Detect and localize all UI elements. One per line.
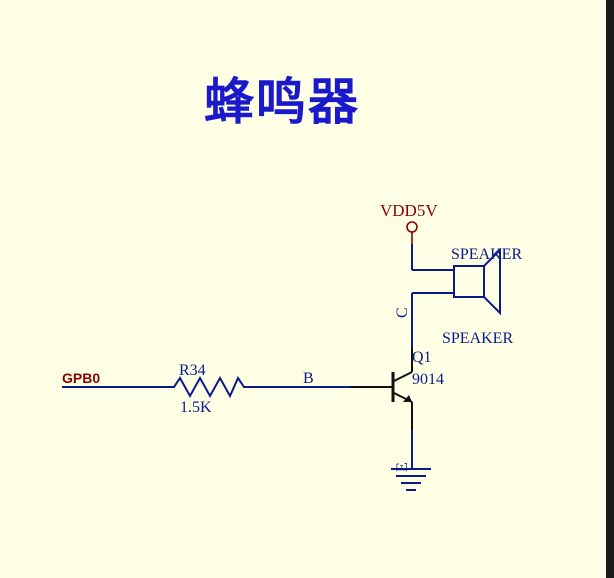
speaker-label-bottom: SPEAKER [442, 330, 513, 347]
transistor-part: 9014 [412, 371, 444, 388]
speaker-icon [453, 265, 485, 298]
window-border [606, 0, 614, 578]
transistor-emitter-arrow [403, 395, 412, 402]
transistor-ref: Q1 [412, 349, 432, 366]
power-pin-icon [406, 221, 418, 233]
resistor-ref: R34 [179, 362, 206, 379]
page-title: 蜂鸣器 [204, 73, 360, 131]
transistor-collector-leg [393, 371, 413, 382]
net-label-gpb0: GPB0 [62, 370, 100, 386]
speaker-label-top: SPEAKER [451, 246, 522, 263]
emitter-label: E [394, 462, 411, 472]
power-label: VDD5V [380, 201, 438, 220]
resistor-r34 [166, 375, 248, 399]
speaker-cone [483, 247, 501, 316]
base-label: B [303, 370, 314, 387]
resistor-value: 1.5K [180, 399, 212, 416]
collector-label: C [394, 307, 411, 318]
